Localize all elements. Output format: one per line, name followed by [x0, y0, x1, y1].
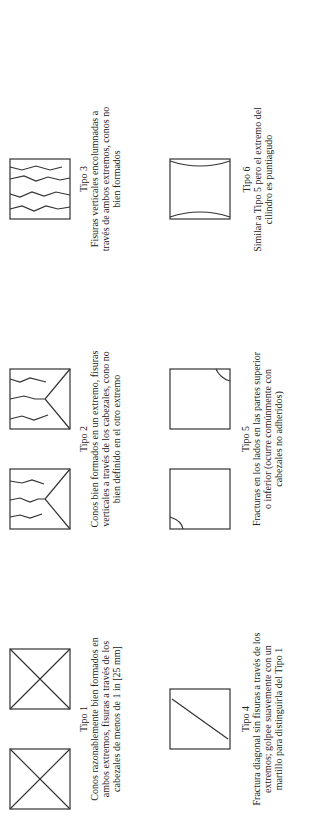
type-title: Tipo 5 [240, 349, 251, 529]
type-title: Tipo 1 [78, 629, 89, 809]
fracture-caption: Tipo 3Fisuras verticales encolumnadas a … [78, 99, 122, 259]
type-description: Fracturas en los lados en las partes sup… [251, 349, 284, 529]
fracture-caption: Tipo 2Conos bien formados en un extremo,… [78, 349, 122, 529]
type-description: Fractura diagonal sin fisuras a través d… [251, 629, 284, 809]
type-title: Tipo 4 [240, 629, 251, 809]
type3-specimen [10, 159, 70, 219]
type-title: Tipo 6 [240, 104, 251, 254]
type-title: Tipo 3 [78, 99, 89, 259]
type-description: Conos bien formados en un extremo, fisur… [89, 349, 122, 529]
type2-specimens [10, 369, 70, 529]
type-description: Conos razonablemente bien formados en am… [89, 629, 122, 809]
fracture-caption: Tipo 1Conos razonablemente bien formados… [78, 629, 122, 809]
type-description: Fisuras verticales encolumnadas a través… [89, 99, 122, 259]
fracture-caption: Tipo 4Fractura diagonal sin fisuras a tr… [240, 629, 284, 809]
type-description: Similar a Tipo 5 pero el extremo del cil… [251, 104, 273, 254]
type5-specimens [170, 369, 230, 529]
type-title: Tipo 2 [78, 349, 89, 529]
type6-specimen [170, 159, 230, 219]
type4-specimen [170, 689, 230, 749]
fracture-caption: Tipo 5Fracturas en los lados en las part… [240, 349, 284, 529]
fracture-caption: Tipo 6Similar a Tipo 5 pero el extremo d… [240, 104, 273, 254]
type1-specimens [10, 649, 70, 809]
